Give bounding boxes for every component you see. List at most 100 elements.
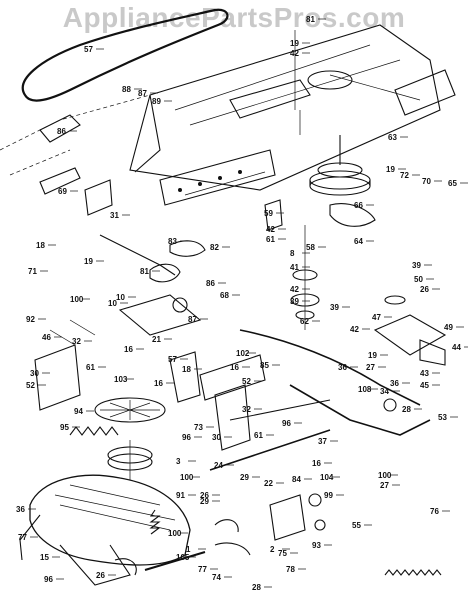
part-callout-36: 36 <box>390 379 399 388</box>
part-callout-57: 57 <box>84 45 93 54</box>
part-callout-41: 41 <box>290 263 299 272</box>
part-callout-39: 39 <box>290 297 299 306</box>
part-callout-62: 62 <box>300 317 309 326</box>
part-callout-36: 36 <box>16 505 25 514</box>
part-callout-81: 81 <box>306 15 315 24</box>
part-callout-61: 61 <box>254 431 263 440</box>
part-callout-26: 26 <box>420 285 429 294</box>
part-callout-49: 49 <box>444 323 453 332</box>
part-callout-95: 95 <box>60 423 69 432</box>
part-callout-68: 68 <box>220 291 229 300</box>
part-callout-36: 36 <box>338 363 347 372</box>
part-callout-19: 19 <box>290 39 299 48</box>
part-callout-46: 46 <box>42 333 51 342</box>
part-callout-37: 37 <box>318 437 327 446</box>
part-callout-42: 42 <box>266 225 275 234</box>
part-callout-47: 47 <box>372 313 381 322</box>
part-callout-83: 83 <box>168 237 177 246</box>
part-callout-71: 71 <box>28 267 37 276</box>
right-brackets <box>373 295 447 412</box>
part-callout-39: 39 <box>330 303 339 312</box>
drive-belt <box>21 8 229 102</box>
part-callout-61: 61 <box>86 363 95 372</box>
part-callout-19: 19 <box>84 257 93 266</box>
part-callout-81: 81 <box>140 267 149 276</box>
part-callout-34: 34 <box>380 387 389 396</box>
part-callout-100: 100 <box>70 295 84 304</box>
part-callout-96: 96 <box>182 433 191 442</box>
springs <box>69 426 442 576</box>
part-callout-75: 75 <box>278 549 287 558</box>
part-callout-8: 8 <box>290 249 295 258</box>
part-callout-82: 82 <box>210 243 219 252</box>
part-callout-10: 10 <box>108 299 117 308</box>
part-callout-45: 45 <box>420 381 429 390</box>
part-callout-74: 74 <box>212 573 221 582</box>
part-callout-58: 58 <box>306 243 315 252</box>
lower-brackets <box>214 493 326 556</box>
part-callout-30: 30 <box>212 433 221 442</box>
part-callout-87: 87 <box>138 89 147 98</box>
part-callout-16: 16 <box>312 459 321 468</box>
lever-assembly <box>34 319 96 411</box>
part-callout-28: 28 <box>252 583 261 592</box>
part-callout-32: 32 <box>242 405 251 414</box>
part-callout-108: 108 <box>358 385 372 394</box>
part-callout-32: 32 <box>72 337 81 346</box>
part-callout-31: 31 <box>110 211 119 220</box>
part-callout-89: 89 <box>152 97 161 106</box>
part-callout-16: 16 <box>230 363 239 372</box>
part-callout-84: 84 <box>292 475 301 484</box>
part-callout-70: 70 <box>422 177 431 186</box>
part-callout-87: 87 <box>188 315 197 324</box>
part-callout-77: 77 <box>198 565 207 574</box>
part-callout-92: 92 <box>26 315 35 324</box>
part-callout-93: 93 <box>312 541 321 550</box>
part-callout-102: 102 <box>236 349 250 358</box>
part-callout-104: 104 <box>320 473 334 482</box>
part-callout-42: 42 <box>290 49 299 58</box>
part-callout-63: 63 <box>388 133 397 142</box>
part-callout-100: 100 <box>180 473 194 482</box>
part-callout-88: 88 <box>122 85 131 94</box>
part-callout-15: 15 <box>40 553 49 562</box>
part-callout-61: 61 <box>266 235 275 244</box>
pulley-assembly <box>264 135 376 330</box>
part-callout-91: 91 <box>176 491 185 500</box>
part-callout-77: 77 <box>18 533 27 542</box>
part-callout-24: 24 <box>214 461 223 470</box>
part-callout-22: 22 <box>264 479 273 488</box>
transaxle <box>19 474 206 586</box>
part-callout-69: 69 <box>58 187 67 196</box>
part-callout-100: 100 <box>168 529 182 538</box>
part-callout-16: 16 <box>124 345 133 354</box>
part-callout-64: 64 <box>354 237 363 246</box>
part-callout-18: 18 <box>36 241 45 250</box>
part-callout-2: 2 <box>270 545 275 554</box>
part-callout-103: 103 <box>114 375 128 384</box>
part-callout-27: 27 <box>380 481 389 490</box>
part-callout-3: 3 <box>176 457 181 466</box>
part-callout-105: 105 <box>176 553 190 562</box>
part-callout-28: 28 <box>402 405 411 414</box>
part-callout-73: 73 <box>194 423 203 432</box>
part-callout-99: 99 <box>324 491 333 500</box>
part-callout-21: 21 <box>152 335 161 344</box>
part-callout-27: 27 <box>366 363 375 372</box>
part-callout-100: 100 <box>378 471 392 480</box>
part-callout-85: 85 <box>260 361 269 370</box>
part-callout-94: 94 <box>74 407 83 416</box>
part-callout-16: 16 <box>154 379 163 388</box>
part-callout-86: 86 <box>206 279 215 288</box>
part-callout-43: 43 <box>420 369 429 378</box>
part-callout-29: 29 <box>240 473 249 482</box>
part-callout-19: 19 <box>368 351 377 360</box>
part-callout-66: 66 <box>354 201 363 210</box>
part-callout-72: 72 <box>400 171 409 180</box>
left-brackets <box>39 114 113 216</box>
part-callout-26: 26 <box>96 571 105 580</box>
part-callout-78: 78 <box>286 565 295 574</box>
